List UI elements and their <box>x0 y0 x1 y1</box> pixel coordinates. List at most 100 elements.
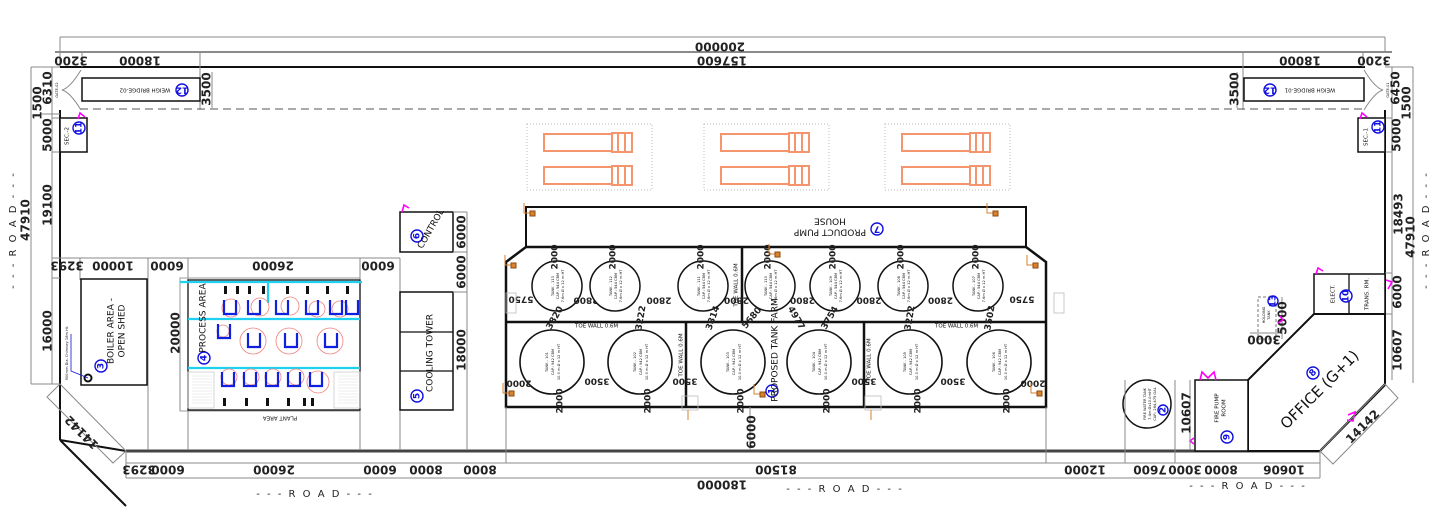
dim-tank-gap: 3500 <box>584 376 609 386</box>
dim-tank-diagonal: 3502 <box>983 305 997 331</box>
tank-capacity: CAP.: 544 CBM <box>902 273 906 299</box>
pump-house-label-1: PRODUCT PUMP <box>793 227 866 237</box>
elect-label: ELECT. <box>1331 285 1337 304</box>
dim-tank-spacing: 2000 <box>556 388 566 413</box>
marker-12-right-num: 12 <box>1264 85 1277 95</box>
toe-wall-label-3: TOE WALL 0.6M <box>734 263 740 307</box>
dim-bottom-8000-b: 8000 <box>463 463 496 477</box>
dim-control-6000-a: 6000 <box>455 215 469 248</box>
marker-11-left-num: 11 <box>75 122 85 135</box>
marker-2-num: 2 <box>1159 407 1169 413</box>
dim-tank-spacing: 2000 <box>972 244 982 269</box>
tank-capacity: CAP.: 544 CBM <box>834 273 838 299</box>
dim-right-6000: 6000 <box>1391 275 1405 308</box>
dim-bottom-8000-a: 8000 <box>409 463 442 477</box>
fire-water-tank-cap: CAP.: 264,475 GAL <box>1153 387 1157 420</box>
holding-tank: 13 HOLDING TANK 5000 3000 <box>1247 295 1289 347</box>
truck-icon <box>543 132 633 153</box>
tank-capacity: CAP.: 942 CBM <box>998 349 1002 375</box>
security-cabin-2: 11 SEC.-2 <box>59 111 88 153</box>
dyke-cross-over-icon <box>505 292 517 314</box>
dim-weighbridge-01-depth: 3500 <box>1228 72 1242 105</box>
truck-icon <box>720 165 810 186</box>
dim-tank-diagonal: 3222 <box>634 305 648 331</box>
dim-right-10607: 10607 <box>1391 329 1405 371</box>
dim-tank-spacing: 2000 <box>1003 388 1013 413</box>
door-swing-icon <box>1315 266 1324 275</box>
tank-name: TANK - 103 <box>726 352 730 373</box>
tank-size: 10.0 m Ø x 12 m HT <box>737 343 742 380</box>
tank-name: TANK - 112 <box>609 276 613 297</box>
sec-2-label: SEC.-2 <box>65 127 71 145</box>
tank-farm-label: PROPOSED TANK FARM <box>771 298 781 401</box>
tank-capacity: CAP.: 544 CBM <box>614 273 618 299</box>
marker-3-num: 3 <box>97 363 107 369</box>
dim-cooling-18000: 18000 <box>455 329 469 371</box>
tank-capacity: CAP.: 942 CBM <box>732 349 736 375</box>
dim-right-18493: 18493 <box>1392 193 1406 235</box>
gate-02-label: GATE-02 <box>55 82 59 97</box>
dim-tank-gap: 3500 <box>940 376 965 386</box>
dim-holding-3000: 3000 <box>1247 333 1280 347</box>
dim-tankfarm-6000: 6000 <box>745 415 759 448</box>
dim-tank-gap: 2800 <box>928 295 953 305</box>
dim-bottom-10606: 10606 <box>1263 463 1305 477</box>
truck-icon <box>720 132 810 153</box>
fire-pump-room: 9 FIRE PUMP ROOM 10607 <box>1180 370 1249 452</box>
dim-left-overall: 47910 <box>19 199 33 241</box>
tank-capacity: CAP.: 544 CBM <box>769 273 773 299</box>
dim-left-16000: 16000 <box>41 310 55 352</box>
marker-5-num: 5 <box>413 393 423 399</box>
tank-size: 7.6m Ø x 12 m HT <box>560 269 565 303</box>
dim-tank-spacing: 2000 <box>609 244 619 269</box>
dim-row-6000-a: 6000 <box>150 259 183 273</box>
tank-capacity: CAP.: 942 CBM <box>818 349 822 375</box>
dim-right-1500: 1500 <box>1400 86 1414 119</box>
tank-size: 10.0 m Ø x 12 m HT <box>914 343 919 380</box>
marker-9-num: 9 <box>1223 434 1233 440</box>
dim-bottom-7600: 7600 <box>1133 463 1166 477</box>
dim-left-6310: 6310 <box>41 71 55 104</box>
dim-corner-left: 14142 <box>62 413 101 452</box>
dim-weighbridge-02-depth: 3500 <box>200 72 214 105</box>
dim-tank-spacing: 2000 <box>697 244 707 269</box>
marker-12-right <box>1263 83 1277 97</box>
process-area-label: PROCESS AREA <box>199 283 209 353</box>
weigh-bridge-02-label: WEIGH BRIDGE-02 <box>120 87 171 93</box>
dim-bottom-8000-c: 8000 <box>1204 463 1237 477</box>
marker-13-num: 13 <box>1269 295 1279 308</box>
road-label-left: - - - R O A D - - - <box>8 171 19 289</box>
dim-row-6000-b: 6000 <box>361 259 394 273</box>
dim-tank-edge: 2000 <box>1020 378 1045 388</box>
dim-tank-spacing: 2000 <box>551 244 561 269</box>
toe-wall-label-5: TOE WALL 0.6M <box>867 338 873 382</box>
dim-tank-gap: 2800 <box>790 295 815 305</box>
door-swing-icon <box>1188 437 1195 445</box>
dim-bottom-3000: 3000 <box>1168 463 1201 477</box>
dim-row-10000: 10000 <box>92 259 134 273</box>
dim-row-3293: 3293 <box>50 259 83 273</box>
dim-tank-diagonal: 4977 <box>785 305 806 332</box>
door-swing-icon <box>1385 279 1394 290</box>
tank-name: TANK - 102 <box>633 352 637 373</box>
door-swing-icon <box>1199 370 1217 381</box>
tank-name: TANK - 108 <box>897 275 901 297</box>
dim-top-overall: 200000 <box>695 40 745 54</box>
dim-tank-spacing: 2000 <box>829 244 839 269</box>
control-room: 6 CONTROL 6000 6000 <box>399 203 469 450</box>
plant-area-label: PLANT AREA <box>263 415 298 421</box>
dim-bottom-3293: 3293 <box>122 463 155 477</box>
dim-bottom-26000: 26000 <box>253 463 295 477</box>
dim-top-inner: 157600 <box>697 54 747 68</box>
toe-wall-label-1: TOE WALL 0.6M <box>574 324 618 330</box>
tank-name: TANK - 109 <box>829 275 833 297</box>
drain-pit-icon <box>753 384 766 398</box>
bottom-dimension-strip: 3293 6000 26000 6000 8000 8000 81500 120… <box>122 380 1321 500</box>
dim-left-19100: 19100 <box>41 184 55 226</box>
dim-tank-edge: 2000 <box>506 378 531 388</box>
tank-size: 7.6m Ø x 12 m HT <box>618 269 623 303</box>
